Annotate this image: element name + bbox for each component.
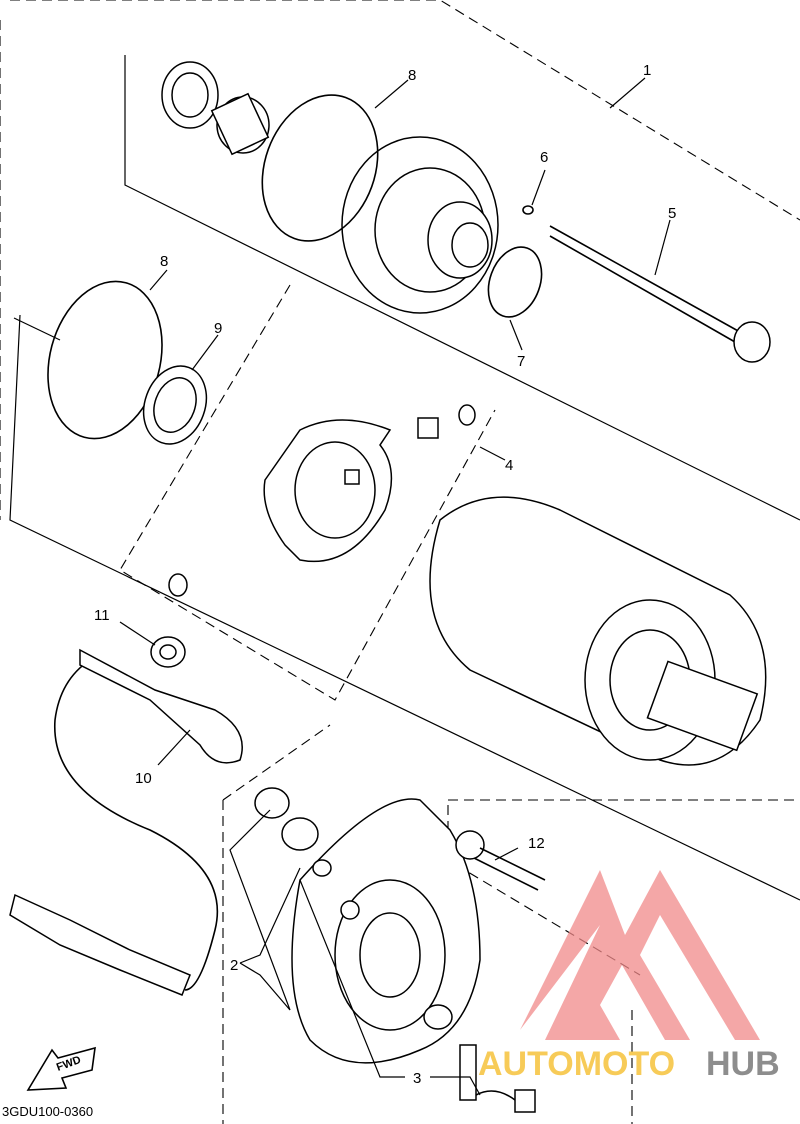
callout-1: 1 [643,62,651,79]
leader-lines [119,77,671,1096]
brush-holder-plate [168,404,476,597]
drawing-code: 3GDU100-0360 [2,1104,93,1119]
callout-6: 6 [540,149,548,166]
o-ring-seal [487,246,543,318]
nut [150,636,186,668]
callout-4: 4 [505,457,513,474]
watermark-text-gray: HUB [706,1045,780,1083]
front-cover-assembly [161,61,499,314]
seal-washer-set [254,787,332,877]
watermark-text-colored: AUTOMOTO [478,1045,675,1083]
callout-12: 12 [528,835,545,852]
callout-11: 11 [94,607,110,624]
callout-7: 7 [517,353,525,370]
washer [142,365,208,445]
armature-yoke [429,496,767,766]
starter-lead-cable [9,648,243,996]
callout-2: 2 [230,957,238,974]
watermark-logo-icon [520,870,760,1040]
callout-8-lower: 8 [160,253,168,270]
rear-housing [291,798,481,1064]
callout-10: 10 [135,770,152,787]
watermark-text: AUTOMOTO HUB [478,1045,780,1083]
callout-5: 5 [668,205,676,222]
callout-8-upper: 8 [408,67,416,84]
callout-3: 3 [413,1070,421,1087]
small-o-ring [522,205,534,215]
callout-9: 9 [214,320,222,337]
through-bolt [549,225,771,363]
bolt [455,830,546,891]
fwd-arrow-icon: FWD [26,1046,96,1091]
o-ring-upper [261,94,379,242]
o-ring-lower [47,280,163,440]
